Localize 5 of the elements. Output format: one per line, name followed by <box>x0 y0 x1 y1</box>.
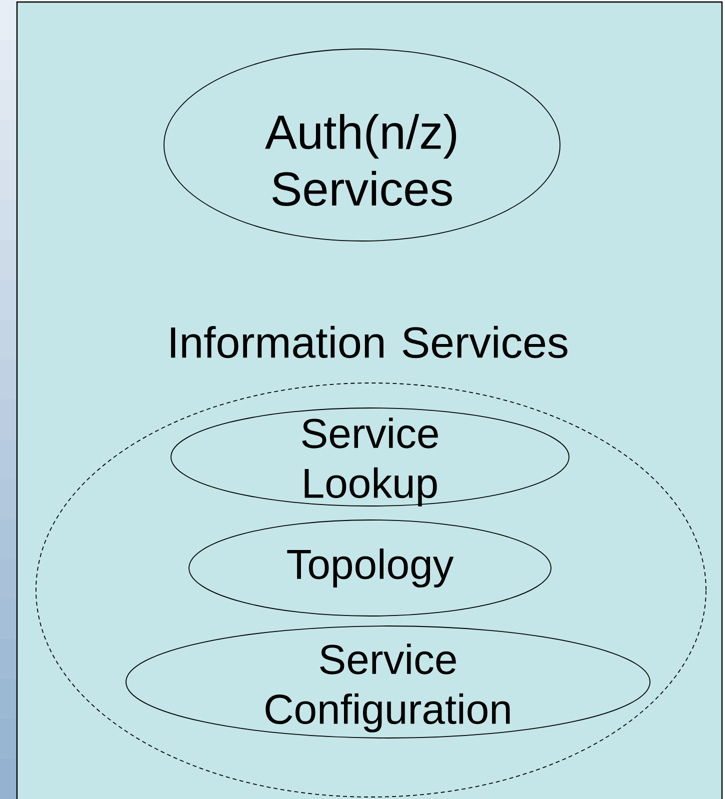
ellipse-node: Topology <box>188 520 552 616</box>
ellipse-node: Service Lookup <box>170 408 570 506</box>
ellipse-node: Auth(n/z) Services <box>164 48 560 242</box>
ellipse-node: Service Configuration <box>126 626 650 738</box>
node-label: Information Services <box>171 326 568 358</box>
